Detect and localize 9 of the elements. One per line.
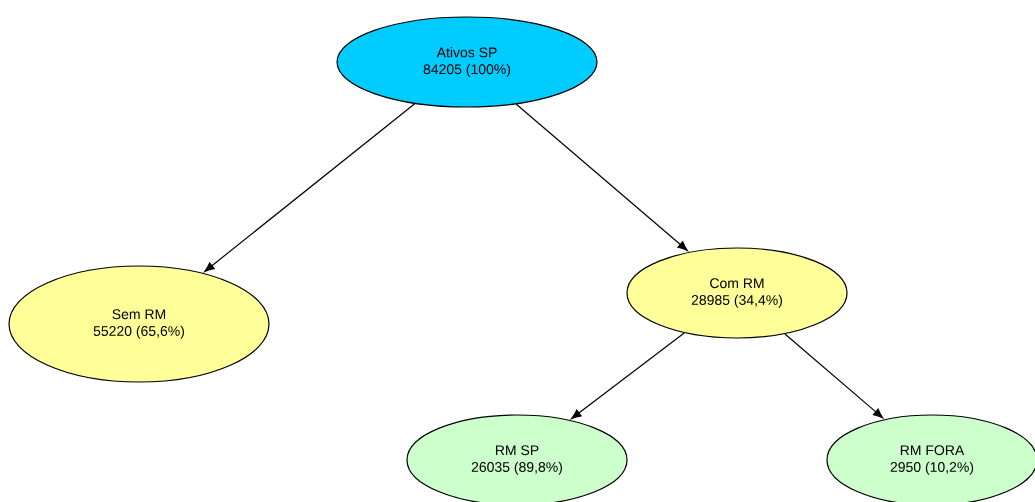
ellipse-node: Sem RM 55220 (65,6%) bbox=[8, 265, 270, 383]
ellipse-node: RM SP 26035 (89,8%) bbox=[406, 414, 628, 502]
arrow bbox=[204, 103, 416, 272]
arrow bbox=[571, 332, 685, 420]
arrow bbox=[515, 103, 688, 251]
ellipse-node: Ativos SP 84205 (100%) bbox=[336, 16, 598, 108]
ellipse-node: RM FORA 2950 (10,2%) bbox=[826, 414, 1035, 502]
ellipse-node: Com RM 28985 (34,4%) bbox=[626, 247, 848, 339]
arrow bbox=[784, 333, 884, 419]
